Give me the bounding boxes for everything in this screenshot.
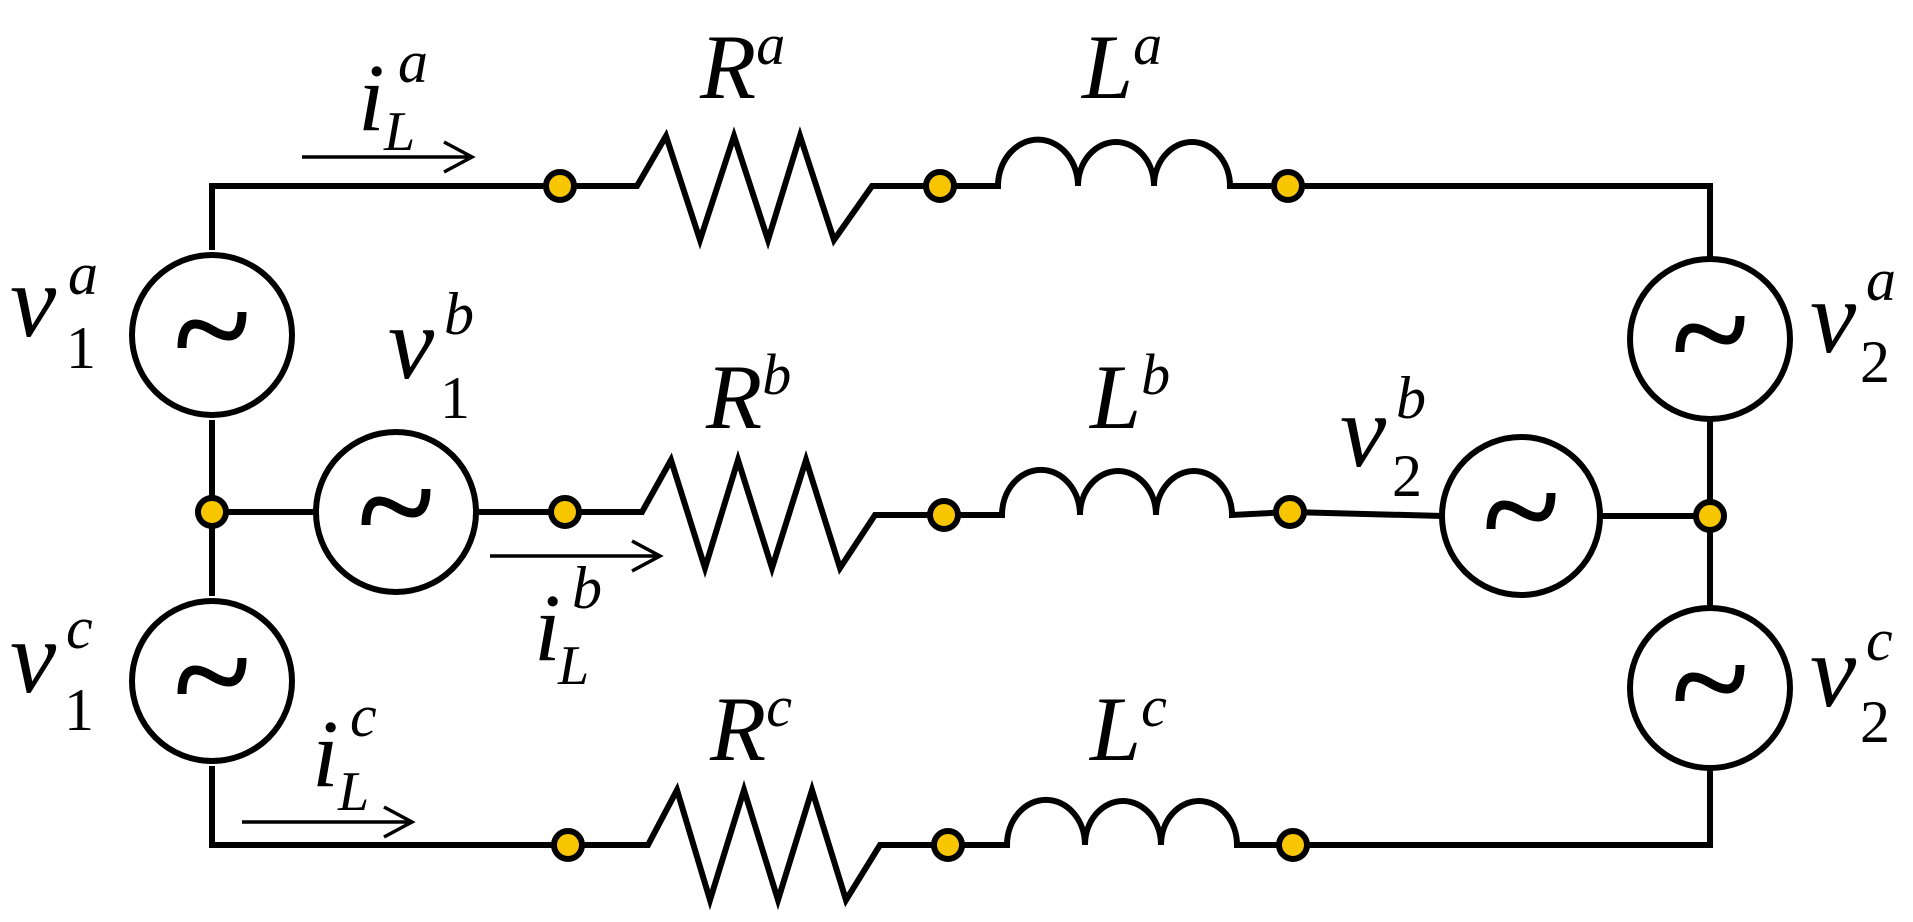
source-v2-a [1627, 256, 1793, 422]
node [923, 169, 957, 203]
svg-text:v: v [10, 244, 57, 359]
svg-text:i: i [534, 574, 561, 681]
label-iL-a: i a L [358, 29, 428, 163]
labels: Ra La Rb Lb Rc Lc v a 1 v b [10, 12, 1896, 823]
inductor-b [944, 466, 1291, 519]
svg-text:b: b [572, 555, 602, 621]
svg-text:2: 2 [1860, 329, 1890, 395]
svg-text:i: i [312, 700, 339, 807]
node [195, 495, 229, 529]
source-v1-b [313, 429, 479, 595]
label-L-b: Lb [1088, 342, 1170, 448]
label-R-b: Rb [705, 342, 791, 448]
node [551, 828, 585, 862]
resistor-c [568, 779, 948, 911]
label-v2-c: v c 2 [1810, 607, 1893, 755]
label-v2-a: v a 2 [1810, 247, 1896, 395]
tilde-icon [361, 488, 431, 526]
label-R-a: Ra [699, 12, 785, 118]
wires [209, 126, 1713, 911]
label-v1-c: v c 1 [10, 595, 94, 743]
svg-text:a: a [1866, 247, 1896, 313]
node [1693, 499, 1727, 533]
svg-text:b: b [444, 281, 474, 347]
svg-text:1: 1 [440, 365, 470, 431]
label-v2-b: v b 2 [1340, 365, 1426, 509]
svg-text:a: a [398, 29, 428, 95]
svg-text:L: L [557, 635, 589, 697]
svg-text:2: 2 [1860, 689, 1890, 755]
svg-text:c: c [1866, 607, 1893, 673]
node [543, 169, 577, 203]
label-iL-c: i c L [312, 683, 377, 823]
source-v2-c [1627, 605, 1793, 771]
svg-text:v: v [1810, 260, 1857, 375]
label-R-c: Rc [709, 674, 792, 780]
svg-text:c: c [66, 595, 93, 661]
svg-text:2: 2 [1392, 443, 1422, 509]
svg-text:b: b [1396, 365, 1426, 431]
svg-text:1: 1 [66, 315, 96, 381]
arrow-iL-b [490, 539, 664, 573]
resistor-b [565, 449, 944, 579]
inductor-a [940, 136, 1288, 189]
label-L-c: Lc [1088, 674, 1167, 780]
source-v2-b [1439, 434, 1603, 598]
label-iL-b: i b L [534, 555, 602, 697]
arrow-iL-a [302, 140, 476, 174]
svg-text:i: i [358, 44, 385, 151]
svg-text:v: v [388, 286, 435, 401]
svg-text:a: a [68, 241, 98, 307]
tilde-icon [1486, 492, 1556, 530]
arrow-iL-c [242, 805, 416, 839]
current-arrows [242, 140, 664, 839]
nodes [195, 169, 1727, 862]
inductor-c [948, 796, 1293, 848]
tilde-icon [1675, 664, 1745, 702]
svg-text:v: v [1810, 614, 1857, 729]
node [1271, 169, 1305, 203]
tilde-icon [177, 657, 247, 695]
svg-text:1: 1 [64, 677, 94, 743]
label-L-a: La [1080, 12, 1162, 118]
svg-text:v: v [10, 600, 57, 715]
node [927, 498, 961, 532]
tilde-icon [1675, 315, 1745, 353]
wire-phase-c-left [209, 766, 568, 848]
svg-text:c: c [350, 683, 377, 749]
source-v1-a [129, 252, 295, 418]
label-v1-b: v b 1 [388, 281, 474, 431]
node [1273, 495, 1307, 529]
node [931, 828, 965, 862]
svg-text:L: L [383, 101, 415, 163]
node [548, 495, 582, 529]
node [1276, 828, 1310, 862]
source-v1-c [129, 598, 295, 764]
resistor-a [560, 126, 940, 250]
wire-phase-b-right [1289, 509, 1710, 519]
wire-phase-c-right [1293, 770, 1713, 848]
label-v1-a: v a 1 [10, 241, 98, 381]
wire-phase-a [209, 183, 1713, 258]
svg-text:v: v [1340, 374, 1387, 489]
tilde-icon [177, 311, 247, 349]
svg-text:L: L [337, 761, 369, 823]
